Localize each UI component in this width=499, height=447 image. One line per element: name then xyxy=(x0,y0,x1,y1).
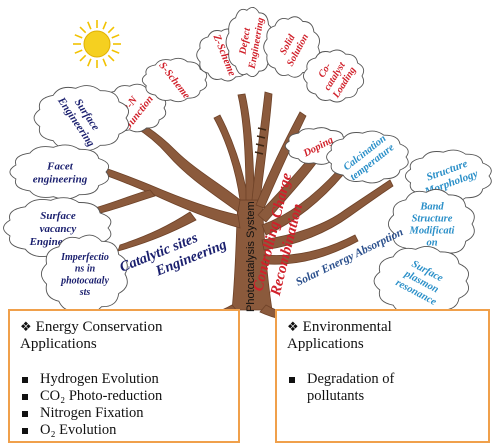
env-box-title: ❖Environmental xyxy=(287,319,392,335)
energy-box-title: ❖Energy Conservation xyxy=(20,319,163,335)
cloud-plasmon: Surfaceplasmonresonance xyxy=(373,245,469,317)
env-items-list: Degradation of pollutants xyxy=(287,371,478,405)
cloud-surfeng: SurfaceEngineering xyxy=(33,85,129,151)
cloud-shape xyxy=(9,144,110,200)
diamond-bullet-icon: ❖ xyxy=(287,319,299,334)
cloud-shape xyxy=(141,57,208,103)
cloud-shape xyxy=(225,6,274,78)
cloud-calc: Calcinationtemperature xyxy=(326,130,409,184)
sun-icon xyxy=(73,20,121,68)
cloud-sscheme: S-Scheme xyxy=(141,57,208,103)
cloud-shape xyxy=(326,130,409,184)
cloud-cocat: Co-catalystLoading xyxy=(303,49,365,103)
list-item: O₂ Evolution xyxy=(20,422,228,439)
cloud-shape xyxy=(404,149,492,203)
branch-shading xyxy=(254,127,267,155)
environmental-applications-box: ❖Environmental Applications Degradation … xyxy=(275,309,490,443)
diamond-bullet-icon: ❖ xyxy=(20,319,32,334)
list-item: Degradation of pollutants xyxy=(287,371,478,405)
list-item: Nitrogen Fixation xyxy=(20,405,228,422)
trunk-label: Photocatalysis System xyxy=(245,201,257,312)
cloud-shape xyxy=(40,234,128,314)
energy-box-title-2: Applications xyxy=(20,336,97,352)
cloud-solid: SolidSolution xyxy=(263,16,320,78)
list-item: Hydrogen Evolution xyxy=(20,371,228,388)
cloud-shape xyxy=(303,49,365,103)
cloud-defect: DefectEngineering xyxy=(225,6,274,78)
energy-items-list: Hydrogen Evolution CO₂ Photo-reduction N… xyxy=(20,371,228,439)
energy-applications-box: ❖Energy Conservation Applications Hydrog… xyxy=(8,309,240,443)
env-box-title-2: Applications xyxy=(287,336,364,352)
list-item: CO₂ Photo-reduction xyxy=(20,388,228,405)
cloud-shape xyxy=(33,85,129,151)
